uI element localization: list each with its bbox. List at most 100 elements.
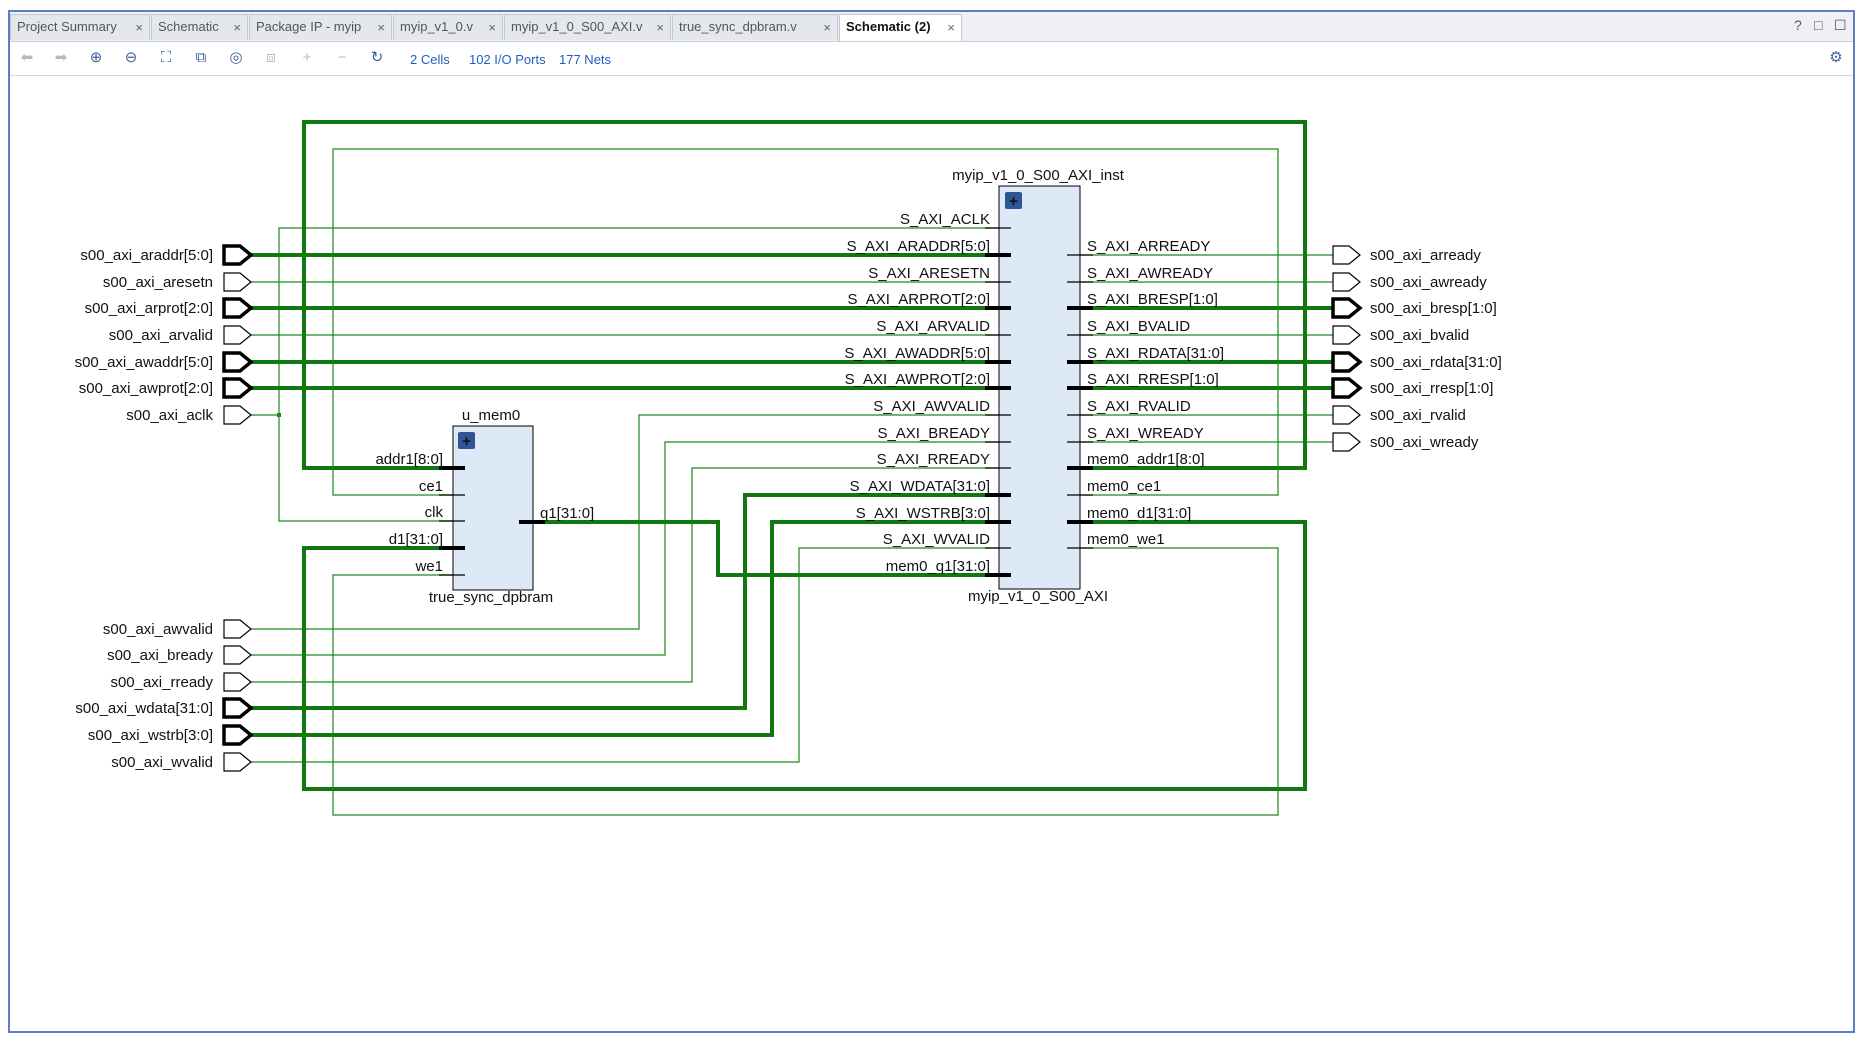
net-aclk-mem[interactable] <box>278 415 453 522</box>
tab-schematic[interactable]: Schematic × <box>151 14 248 40</box>
tab-label: myip_v1_0.v <box>400 19 473 34</box>
input-port-10[interactable] <box>222 697 254 719</box>
refresh-icon[interactable]: ↻ <box>370 49 384 66</box>
tab-myip-s00-axi[interactable]: myip_v1_0_S00_AXI.v × <box>504 14 671 40</box>
zoom-out-icon[interactable]: ⊖ <box>124 49 138 66</box>
zoom-fit-icon[interactable]: ⛶ <box>160 49 172 66</box>
output-port-0[interactable] <box>1332 245 1361 265</box>
mem-pin-label: addr1[8:0] <box>375 451 443 468</box>
input-port-label-0: s00_axi_araddr[5:0] <box>80 247 213 264</box>
zoom-area-icon[interactable]: ⧉ <box>195 49 207 66</box>
maximize-icon[interactable]: ☐ <box>1834 17 1847 33</box>
axi-pin-label: S_AXI_AWADDR[5:0] <box>844 345 990 362</box>
mem-cell-module: true_sync_dpbram <box>429 589 553 606</box>
axi-pin-label: mem0_we1 <box>1087 531 1165 548</box>
input-port-9[interactable] <box>223 672 252 692</box>
axi-pin-label: S_AXI_ARADDR[5:0] <box>847 238 990 255</box>
schematic-diagram[interactable]: s00_axi_araddr[5:0]s00_axi_aresetns00_ax… <box>10 76 1853 1031</box>
net-we1[interactable] <box>332 547 1279 816</box>
output-port-3[interactable] <box>1332 325 1361 345</box>
zoom-in-icon[interactable]: ⊕ <box>89 49 103 66</box>
input-port-4[interactable] <box>222 351 254 373</box>
bus-d1[interactable] <box>302 520 1307 791</box>
input-port-5[interactable] <box>222 377 254 399</box>
tab-label: Schematic <box>158 19 219 34</box>
axi-pin-label: S_AXI_RDATA[31:0] <box>1087 345 1224 362</box>
net-rready[interactable] <box>251 467 1011 683</box>
bus-wdata[interactable] <box>251 493 1011 710</box>
axi-pin-label: S_AXI_AWPROT[2:0] <box>845 371 990 388</box>
output-port-2[interactable] <box>1331 297 1363 319</box>
mem-cell-instance: u_mem0 <box>462 407 520 424</box>
net-bready[interactable] <box>251 441 1011 656</box>
input-port-1[interactable] <box>223 272 252 292</box>
axi-pin-label: S_AXI_RVALID <box>1087 398 1191 415</box>
axi-pin-label: S_AXI_WREADY <box>1087 425 1204 442</box>
bus-addr1[interactable] <box>302 120 1307 470</box>
close-icon[interactable]: × <box>488 20 496 35</box>
axi-pin-label: S_AXI_BVALID <box>1087 318 1190 335</box>
close-icon[interactable]: × <box>377 20 385 35</box>
input-port-label-2: s00_axi_arprot[2:0] <box>85 300 213 317</box>
input-port-11[interactable] <box>222 724 254 746</box>
close-icon[interactable]: × <box>947 20 955 35</box>
expand-cell-icon[interactable] <box>458 432 475 449</box>
close-icon[interactable]: × <box>823 20 831 35</box>
axi-pin-label: S_AXI_RREADY <box>877 451 990 468</box>
back-arrow-icon[interactable]: ⬅ <box>20 49 34 66</box>
bus-q1[interactable] <box>519 520 1011 577</box>
net-wvalid[interactable] <box>251 547 1011 763</box>
gear-icon[interactable]: ⚙ <box>1829 49 1843 66</box>
input-port-3[interactable] <box>223 325 252 345</box>
output-port-label-5: s00_axi_rresp[1:0] <box>1370 380 1493 397</box>
input-port-12[interactable] <box>223 752 252 772</box>
io-ports-count-link[interactable]: 102 I/O Ports <box>469 52 546 67</box>
input-port-0[interactable] <box>222 244 254 266</box>
nets-count-link[interactable]: 177 Nets <box>559 52 612 67</box>
input-port-8[interactable] <box>223 645 252 665</box>
axi-pin-label: S_AXI_WDATA[31:0] <box>850 478 990 495</box>
input-port-label-12: s00_axi_wvalid <box>111 754 213 771</box>
axi-pin-label: mem0_ce1 <box>1087 478 1161 495</box>
output-port-4[interactable] <box>1331 351 1363 373</box>
help-icon[interactable]: ? <box>1794 17 1802 33</box>
net-ce1[interactable] <box>332 148 1279 496</box>
input-port-2[interactable] <box>222 297 254 319</box>
mem-pin-label: we1 <box>414 558 443 575</box>
axi-pin-label: S_AXI_RRESP[1:0] <box>1087 371 1219 388</box>
axi-pin-label: S_AXI_AWVALID <box>873 398 990 415</box>
close-icon[interactable]: × <box>135 20 143 35</box>
restore-icon[interactable]: □ <box>1814 17 1823 33</box>
tab-true-sync-dpbram[interactable]: true_sync_dpbram.v × <box>672 14 838 40</box>
input-port-7[interactable] <box>223 619 252 639</box>
expand-cell-icon[interactable] <box>1005 192 1022 209</box>
autofit-selection-icon[interactable]: ◎ <box>229 49 243 66</box>
collapse-icon[interactable]: − <box>337 49 347 66</box>
expand-cell-icon-glyph: + <box>462 433 471 450</box>
tab-myip-v1-0[interactable]: myip_v1_0.v × <box>393 14 503 40</box>
input-port-label-10: s00_axi_wdata[31:0] <box>75 700 213 717</box>
axi-pin-label: S_AXI_ARPROT[2:0] <box>847 291 990 308</box>
input-port-label-4: s00_axi_awaddr[5:0] <box>75 354 213 371</box>
tab-package-ip[interactable]: Package IP - myip × <box>249 14 392 40</box>
input-port-6[interactable] <box>223 405 252 425</box>
close-icon[interactable]: × <box>656 20 664 35</box>
net-aclk-axi[interactable] <box>278 227 1011 415</box>
expand-icon[interactable]: + <box>302 49 312 66</box>
axi-cell-instance: myip_v1_0_S00_AXI_inst <box>952 167 1125 184</box>
forward-arrow-icon[interactable]: ➡ <box>54 49 68 66</box>
output-port-5[interactable] <box>1331 377 1363 399</box>
regenerate-icon[interactable]: ⧈ <box>266 49 276 66</box>
input-port-label-11: s00_axi_wstrb[3:0] <box>88 727 213 744</box>
output-port-1[interactable] <box>1332 272 1361 292</box>
cells-count-link[interactable]: 2 Cells <box>410 52 450 67</box>
close-icon[interactable]: × <box>233 20 241 35</box>
output-port-6[interactable] <box>1332 405 1361 425</box>
output-port-7[interactable] <box>1332 432 1361 452</box>
bus-wstrb[interactable] <box>251 520 1011 737</box>
tab-project-summary[interactable]: Project Summary × <box>10 14 150 40</box>
mem-cell-body[interactable] <box>452 425 534 591</box>
tab-schematic-2[interactable]: Schematic (2) × <box>839 14 962 41</box>
axi-pin-label: S_AXI_ACLK <box>900 211 990 228</box>
